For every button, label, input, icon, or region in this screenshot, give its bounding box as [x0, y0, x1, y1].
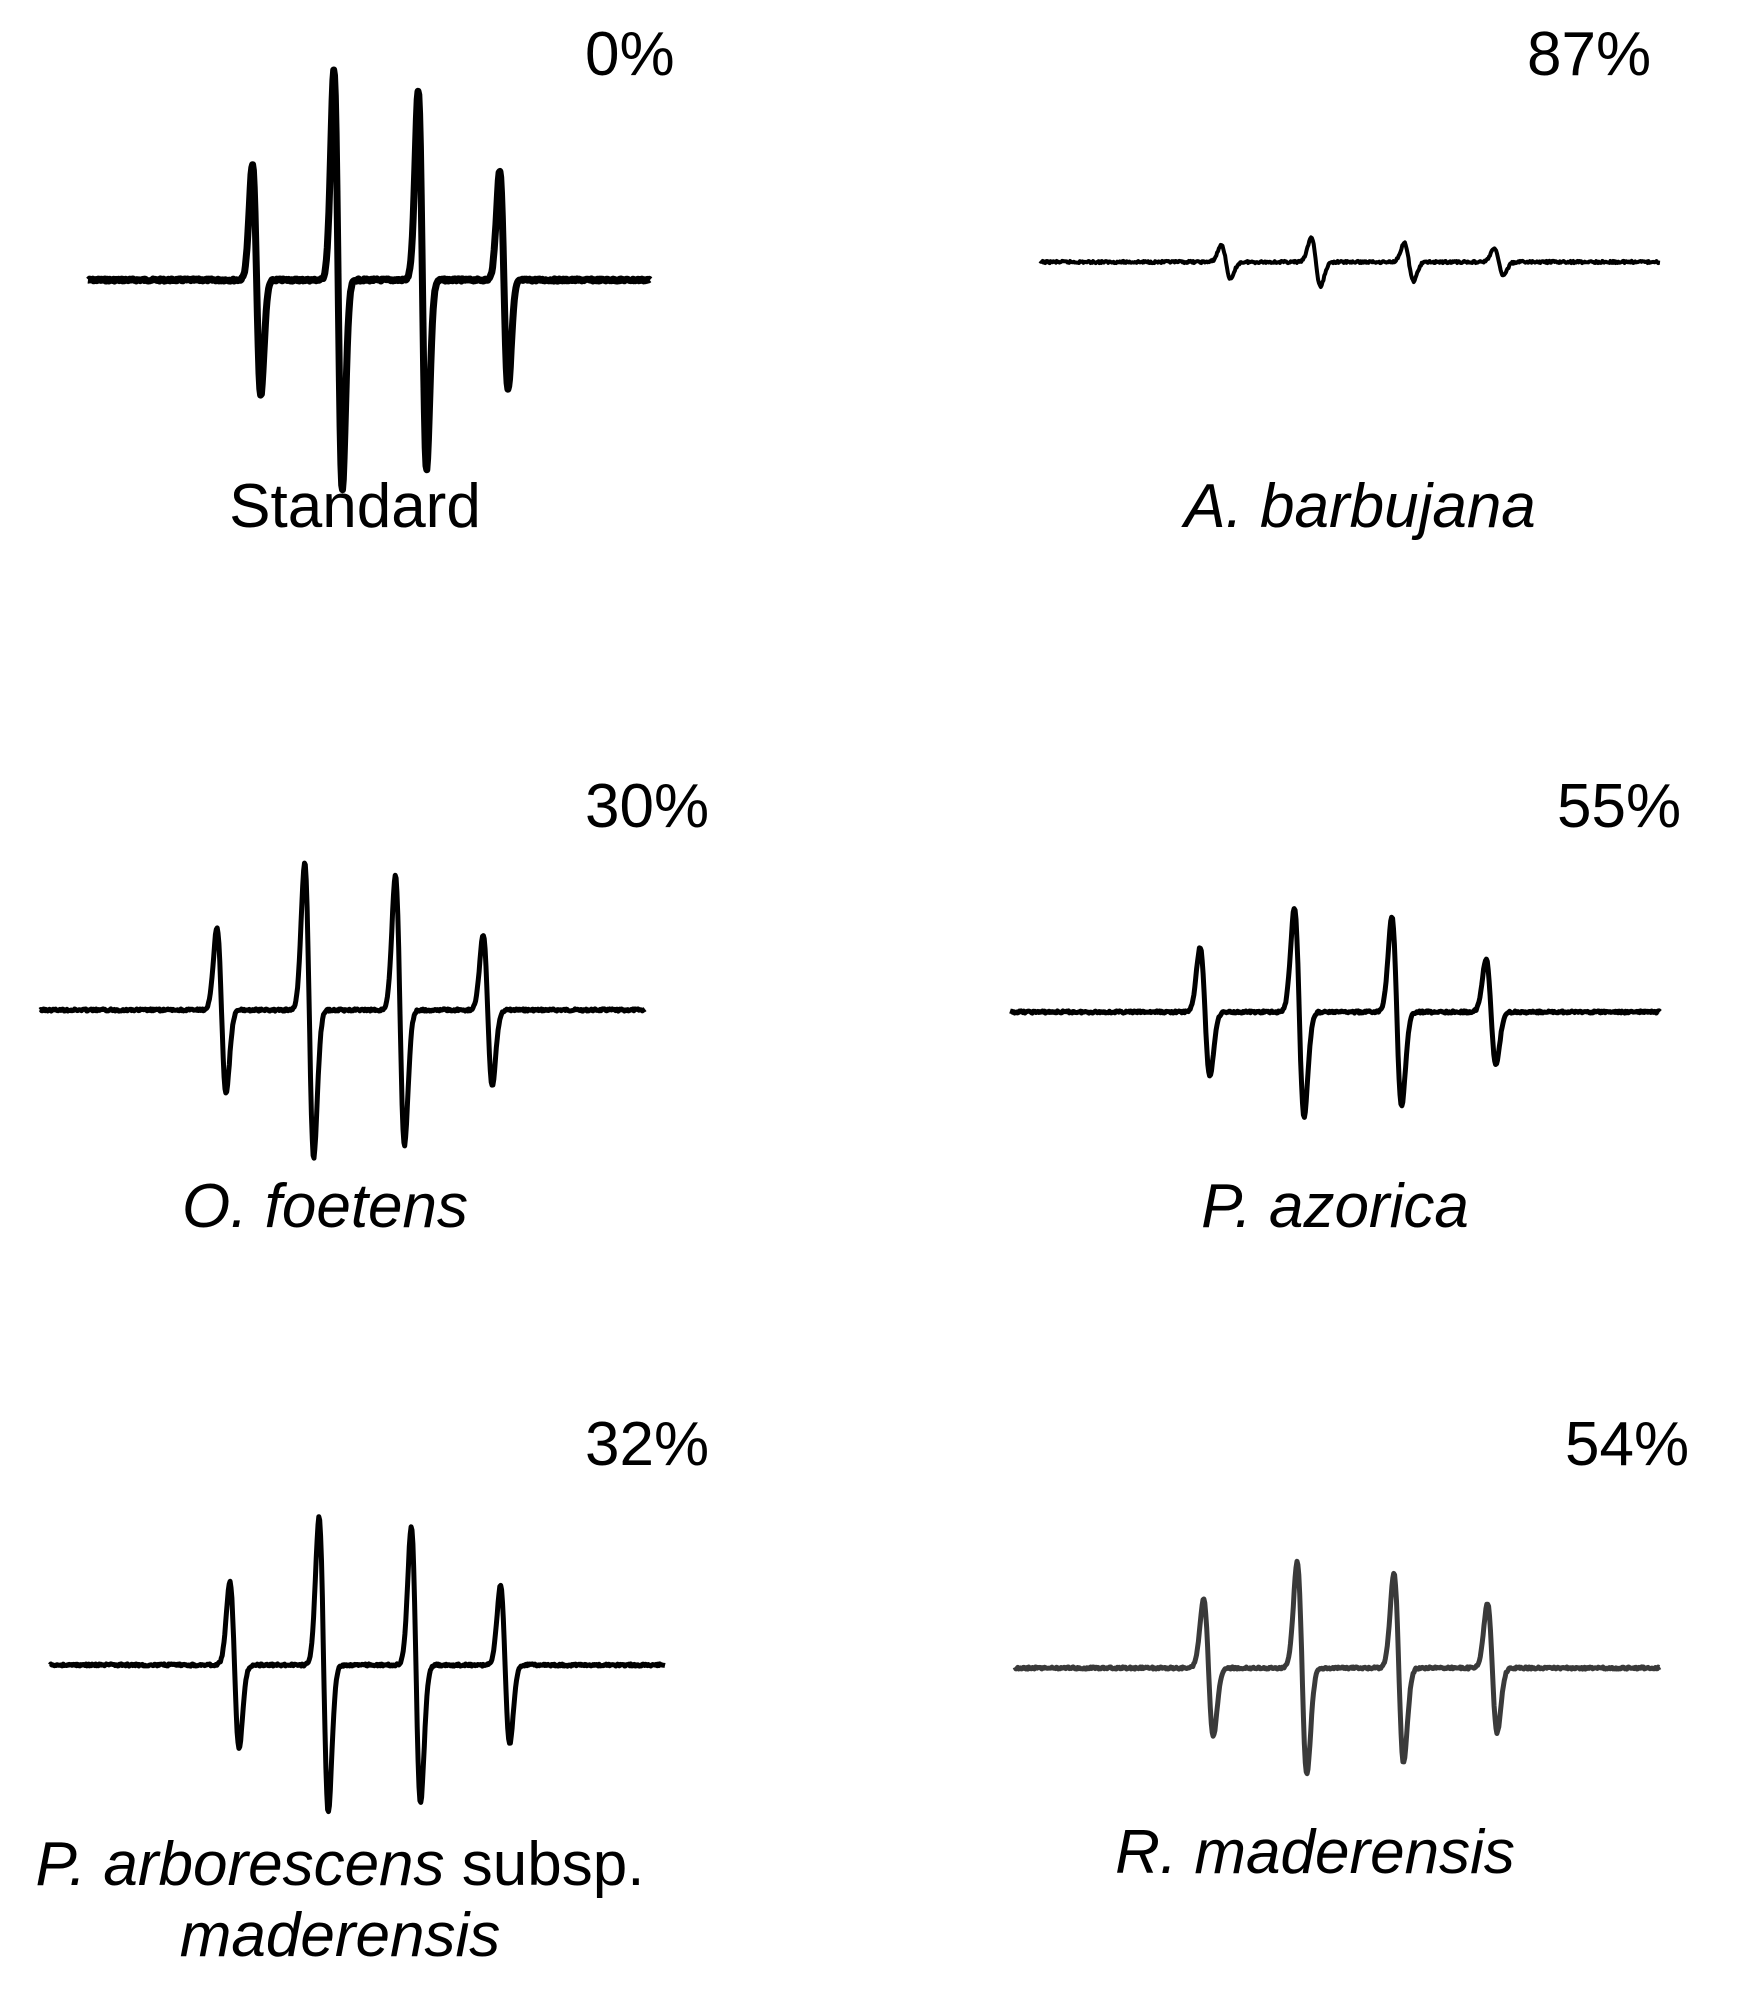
- spectrum-trace: [1038, 235, 1662, 289]
- spectrum-line: [38, 860, 647, 1161]
- reduction-value: 30%: [585, 772, 710, 841]
- spectrum-line: [1038, 235, 1662, 289]
- spectrum-trace: [1008, 906, 1662, 1120]
- spectrum-trace: [1012, 1558, 1662, 1777]
- spectrum-panel-o-foetens: 30% O. foetens: [0, 660, 860, 1320]
- spectrum-line: [48, 1514, 667, 1815]
- spectrum-panel-standard: 0% Standard: [0, 0, 860, 660]
- spectrum-line: [1008, 906, 1662, 1120]
- reduction-value: 87%: [1527, 20, 1652, 89]
- reduction-value: 55%: [1557, 772, 1682, 841]
- reduction-value: 54%: [1565, 1410, 1690, 1479]
- spectrum-panel-p-arborescens: 32% P. arborescens subsp. maderensis: [0, 1320, 860, 1980]
- reduction-value: 0%: [585, 20, 675, 89]
- reduction-value: 32%: [585, 1410, 710, 1479]
- spectrum-line: [1012, 1558, 1662, 1777]
- sample-label: Standard: [229, 472, 481, 541]
- spectrum-trace: [48, 1514, 667, 1815]
- spectrum-panel-p-azorica: 55% P. azorica: [860, 660, 1720, 1320]
- spectrum-panel-a-barbujana: 87% A. barbujana: [860, 0, 1720, 660]
- sample-label: O. foetens: [181, 1172, 469, 1241]
- spectrum-trace: [38, 860, 647, 1161]
- sample-label: P. azorica: [1201, 1172, 1469, 1241]
- spectrum-panel-r-maderensis: 54% R. maderensis: [860, 1320, 1720, 1980]
- sample-label: A. barbujana: [1184, 472, 1536, 541]
- spectrum-line: [85, 66, 653, 494]
- sample-label: P. arborescens subsp. maderensis: [35, 1830, 645, 1970]
- sample-label: R. maderensis: [1115, 1818, 1515, 1887]
- spectrum-trace: [85, 66, 653, 494]
